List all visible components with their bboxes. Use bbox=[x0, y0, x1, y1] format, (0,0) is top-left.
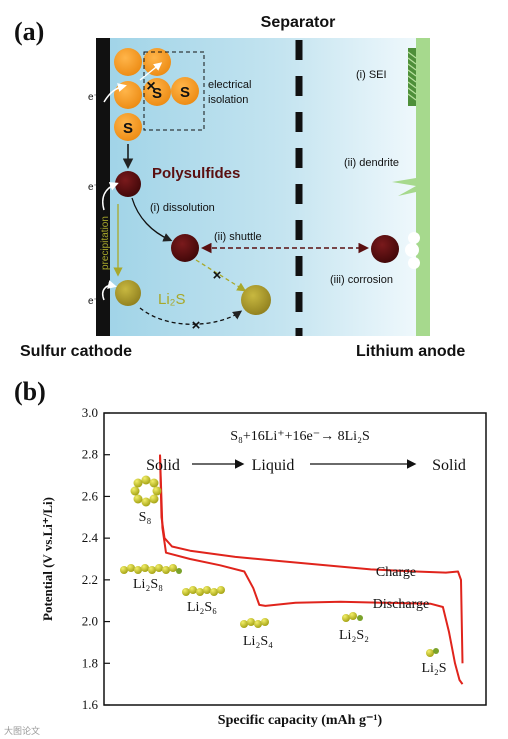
y-axis-ticks: 1.6 1.8 2.0 2.2 2.4 2.6 2.8 3.0 bbox=[82, 405, 110, 712]
species-li2s4: Li₂S₄ bbox=[243, 634, 273, 649]
species-li2s6: Li₂S₆ bbox=[187, 600, 217, 615]
sei-layer-icon bbox=[407, 48, 417, 106]
panel-b: (b) 1.6 1.8 2.0 2.2 2.4 2.6 2.8 3.0 S₈+16Li⁺+16… bbox=[4, 377, 487, 736]
discharge-curve bbox=[159, 454, 464, 685]
corrosion-icon bbox=[405, 232, 420, 269]
lithium-anode-bar bbox=[416, 38, 430, 336]
panel-a-label: (a) bbox=[14, 17, 44, 46]
discharge-label: Discharge bbox=[373, 597, 430, 612]
precipitation-arrow-2 bbox=[195, 259, 247, 292]
electron-label-1: e⁻ bbox=[88, 92, 99, 103]
phase-label-solid-2: Solid bbox=[432, 457, 466, 474]
dissolution-label: (i) dissolution bbox=[150, 202, 215, 214]
li2s6-molecule-icon bbox=[182, 586, 225, 596]
li2s-transfer-cross: × bbox=[192, 317, 201, 334]
sei-label: (i) SEI bbox=[356, 69, 387, 81]
species-li2s: Li₂S bbox=[421, 661, 446, 676]
electron-label-3: e⁻ bbox=[88, 296, 99, 307]
electron-path-arrow-3 bbox=[102, 182, 119, 211]
charge-label: Charge bbox=[376, 565, 416, 580]
phase-label-liquid: Liquid bbox=[252, 457, 295, 474]
y-tick-label-2: 2.0 bbox=[82, 614, 98, 629]
sulfur-cathode-label: Sulfur cathode bbox=[20, 343, 132, 360]
polysulfide-particle-anode bbox=[371, 235, 399, 263]
li2s2-molecule-icon bbox=[342, 612, 363, 622]
isolation-cross: × bbox=[146, 78, 155, 95]
electron-label-2: e⁻ bbox=[88, 182, 99, 193]
sulfur-s-label-3: S bbox=[123, 120, 133, 137]
sulfur-particles: S S S bbox=[114, 48, 199, 141]
species-li2s2: Li₂S₂ bbox=[339, 628, 369, 643]
cathode-current-collector bbox=[96, 38, 110, 336]
electron-path-arrow-1 bbox=[103, 83, 127, 103]
watermark: 大图论文 bbox=[4, 725, 40, 736]
phase-label-solid-1: Solid bbox=[146, 457, 180, 474]
y-tick-label-3: 2.2 bbox=[82, 572, 98, 587]
lithium-anode-label: Lithium anode bbox=[356, 343, 465, 360]
s8-ring-icon bbox=[130, 475, 162, 507]
polysulfides-label: Polysulfides bbox=[152, 165, 240, 182]
precipitation-cross: × bbox=[213, 267, 222, 284]
li2s4-molecule-icon bbox=[240, 618, 269, 628]
corrosion-label: (iii) corrosion bbox=[330, 274, 393, 286]
plot-series bbox=[159, 454, 464, 685]
charge-curve bbox=[159, 454, 464, 664]
y-tick-label-4: 2.4 bbox=[82, 530, 99, 545]
x-axis-label: Specific capacity (mAh g⁻¹) bbox=[218, 713, 383, 728]
panel-a: (a) Separator e⁻ e⁻ e⁻ bbox=[14, 14, 465, 360]
li2s-particle-2 bbox=[241, 285, 271, 315]
shuttle-label: (ii) shuttle bbox=[214, 231, 262, 243]
y-tick-label-1: 1.8 bbox=[82, 655, 98, 670]
electron-path-arrow-2 bbox=[139, 62, 163, 81]
reaction-equation: S₈+16Li⁺+16e⁻→ 8Li₂S bbox=[230, 429, 370, 444]
polysulfide-particle-1 bbox=[115, 171, 141, 197]
sulfur-s-label-1: S bbox=[152, 85, 162, 102]
dissolution-arrow bbox=[131, 197, 173, 242]
plot-frame bbox=[103, 412, 487, 706]
species-s8: S₈ bbox=[139, 510, 152, 525]
dendrite-icon bbox=[392, 178, 416, 196]
species-li2s8: Li₂S₈ bbox=[133, 577, 163, 592]
y-axis-label: Potential (V vs.Li⁺/Li) bbox=[40, 497, 55, 621]
electrical-isolation-line-2: isolation bbox=[208, 94, 248, 106]
li2s-transfer-arrow bbox=[139, 307, 243, 325]
electron-path-arrow-4 bbox=[102, 280, 117, 301]
isolation-box bbox=[143, 51, 205, 131]
y-tick-label-0: 1.6 bbox=[82, 697, 99, 712]
li2s8-molecule-icon bbox=[120, 564, 182, 574]
dendrite-label: (ii) dendrite bbox=[344, 157, 399, 169]
separator-label: Separator bbox=[261, 14, 336, 31]
li2s-molecule-icon bbox=[426, 648, 439, 657]
y-tick-label-6: 2.8 bbox=[82, 447, 98, 462]
y-tick-label-5: 2.6 bbox=[82, 488, 99, 503]
polysulfide-particle-2 bbox=[171, 234, 199, 262]
electrical-isolation-line-1: electrical bbox=[208, 79, 251, 91]
y-tick-label-7: 3.0 bbox=[82, 405, 98, 420]
li2s-particle-1 bbox=[115, 280, 141, 306]
li2s-label: Li₂S bbox=[158, 291, 186, 308]
sulfur-s-label-2: S bbox=[180, 84, 190, 101]
panel-b-label: (b) bbox=[14, 377, 46, 406]
precipitation-label: precipitation bbox=[100, 216, 111, 270]
